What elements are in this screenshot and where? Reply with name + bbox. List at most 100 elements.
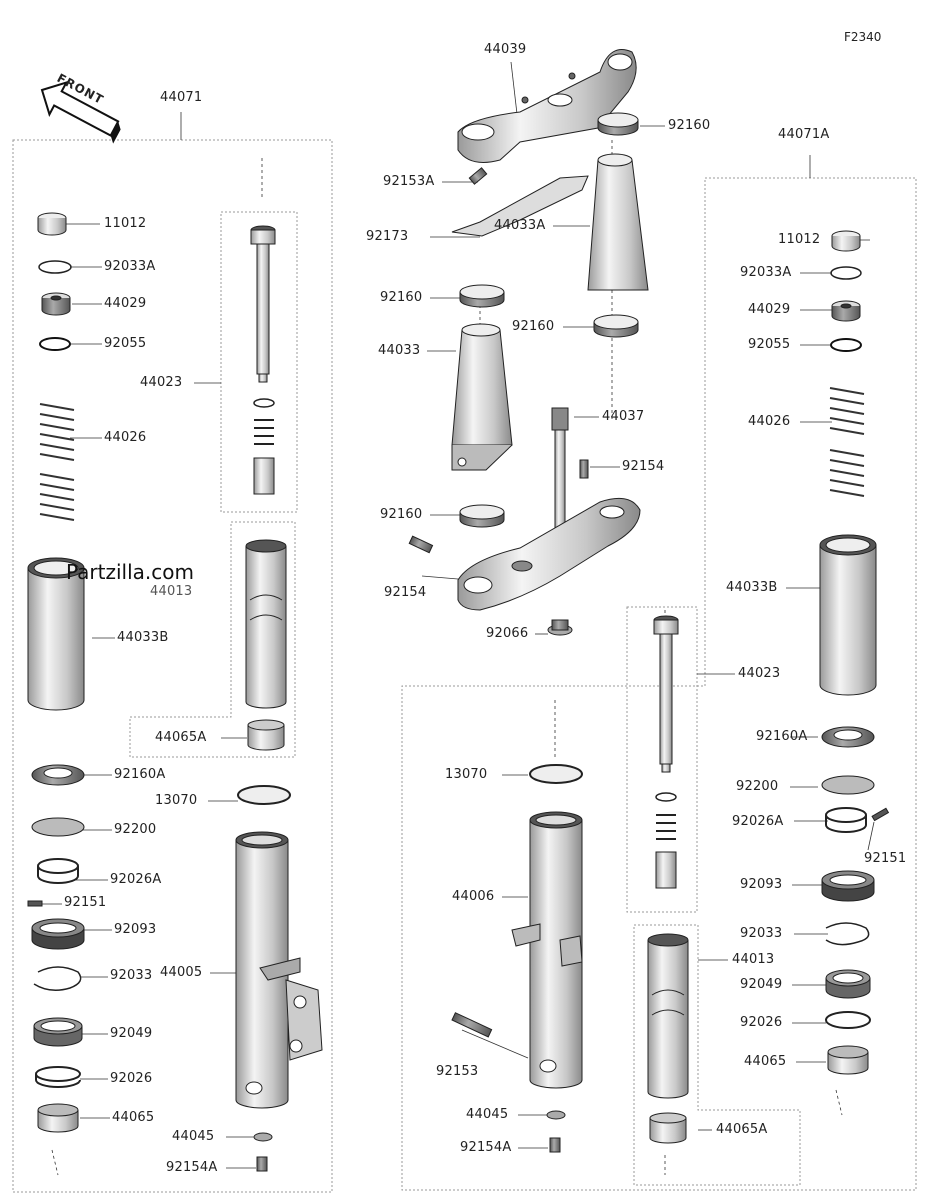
part-label[interactable]: 92173 [366,229,409,244]
part-label[interactable]: 92049 [740,977,783,992]
part-label[interactable]: 44071 [160,90,203,105]
part-label[interactable]: 92160A [114,767,166,782]
part-label[interactable]: 92055 [104,336,147,351]
part-label[interactable]: 44006 [452,889,495,904]
part-label[interactable]: 92033 [110,968,153,983]
part-label[interactable]: 92153A [383,174,435,189]
part-92049-seal2-right [825,969,871,999]
part-label[interactable]: 92160 [380,507,423,522]
part-label[interactable]: 92033A [740,265,792,280]
group-frame-44071 [12,139,333,1193]
part-92049-seal2-left [33,1017,83,1047]
part-92160A-seat-right [821,726,875,748]
part-11012-cap-right [831,230,861,252]
part-label[interactable]: 44005 [160,965,203,980]
part-13070-ring-right [529,764,583,784]
part-label[interactable]: 92033A [104,259,156,274]
part-label[interactable]: 11012 [778,232,821,247]
part-label[interactable]: 44065A [155,730,207,745]
part-lower-bracket [457,497,641,611]
part-92026-band2-left [35,1066,81,1088]
part-92154-bolt-b [408,535,434,554]
part-92026A-band-left [37,858,79,884]
part-label[interactable]: 92093 [114,922,157,937]
part-label[interactable]: 92160 [380,290,423,305]
part-11012-cap [37,212,67,236]
part-label[interactable]: 92026A [732,814,784,829]
part-92055-o-ring-right [830,338,862,352]
part-44013-tube-left [245,539,287,709]
partzilla-watermark: Partzilla.com [66,560,194,584]
part-label[interactable]: 92200 [114,822,157,837]
part-44013-tube-right [647,933,689,1099]
part-label[interactable]: 44033 [378,343,421,358]
part-label[interactable]: 44023 [738,666,781,681]
part-label[interactable]: 92154A [460,1140,512,1155]
part-44005-outer-tube-left [235,831,323,1109]
part-44026-spring-right [829,387,865,497]
part-92160-ring-c [593,314,639,338]
part-label[interactable]: 92151 [64,895,107,910]
alignment-lines [51,140,843,1176]
group-frame-44071A [401,177,917,1191]
part-label[interactable]: 44045 [466,1107,509,1122]
part-label[interactable]: 13070 [155,793,198,808]
front-arrow-icon [40,80,121,144]
part-label[interactable]: 92093 [740,877,783,892]
part-92154-bolt-a [579,459,589,479]
part-label[interactable]: 44013 [150,584,193,599]
part-label[interactable]: 44071A [778,127,830,142]
part-92151-screw-right [871,807,890,822]
part-label[interactable]: 44026 [748,414,791,429]
part-92033-clip-left [33,966,82,991]
part-label[interactable]: 92055 [748,337,791,352]
part-92153-bolt-right [451,1012,493,1038]
part-label[interactable]: 92151 [864,851,907,866]
part-label[interactable]: 92200 [736,779,779,794]
part-92160-ring-a [597,112,639,136]
part-label[interactable]: 44013 [732,952,775,967]
part-92033A-clip-right [830,266,862,280]
part-label[interactable]: 92160 [668,118,711,133]
part-label[interactable]: 44033B [726,580,778,595]
figure-code: F2340 [844,30,882,44]
part-44023-rod-left [250,225,276,495]
part-label[interactable]: 92049 [110,1026,153,1041]
part-label[interactable]: 44065 [744,1054,787,1069]
part-label[interactable]: 92154 [384,585,427,600]
part-label[interactable]: 44026 [104,430,147,445]
part-44006-outer-tube-right [511,811,583,1089]
part-label[interactable]: 44045 [172,1129,215,1144]
part-label[interactable]: 92160 [512,319,555,334]
part-44023-rod-right [653,615,679,889]
part-label[interactable]: 92026A [110,872,162,887]
part-label[interactable]: 44033A [494,218,546,233]
part-label[interactable]: 11012 [104,216,147,231]
part-92173-bracket-plate [451,175,589,237]
part-label[interactable]: 44065 [112,1110,155,1125]
part-92160-ring-b [459,284,505,308]
part-label[interactable]: 44039 [484,42,527,57]
part-label[interactable]: 44029 [748,302,791,317]
part-label[interactable]: 92026 [110,1071,153,1086]
part-44045-washer-left [253,1132,273,1142]
part-label[interactable]: 92033 [740,926,783,941]
part-92093-seal-right [821,870,875,902]
part-44065A-bush-right [649,1112,687,1144]
part-label[interactable]: 92153 [436,1064,479,1079]
part-label[interactable]: 44065A [716,1122,768,1137]
part-label[interactable]: 44029 [104,296,147,311]
part-label[interactable]: 44033B [117,630,169,645]
part-label[interactable]: 92066 [486,626,529,641]
part-44026-spring [39,403,75,521]
part-92154A-bolt-right [549,1137,561,1153]
part-label[interactable]: 44023 [140,375,183,390]
part-label[interactable]: 92026 [740,1015,783,1030]
part-92066-cap [547,619,573,636]
part-label[interactable]: 92160A [756,729,808,744]
part-label[interactable]: 13070 [445,767,488,782]
part-label[interactable]: 92154 [622,459,665,474]
part-label[interactable]: 44037 [602,409,645,424]
part-92055-o-ring [39,337,71,351]
part-label[interactable]: 92154A [166,1160,218,1175]
